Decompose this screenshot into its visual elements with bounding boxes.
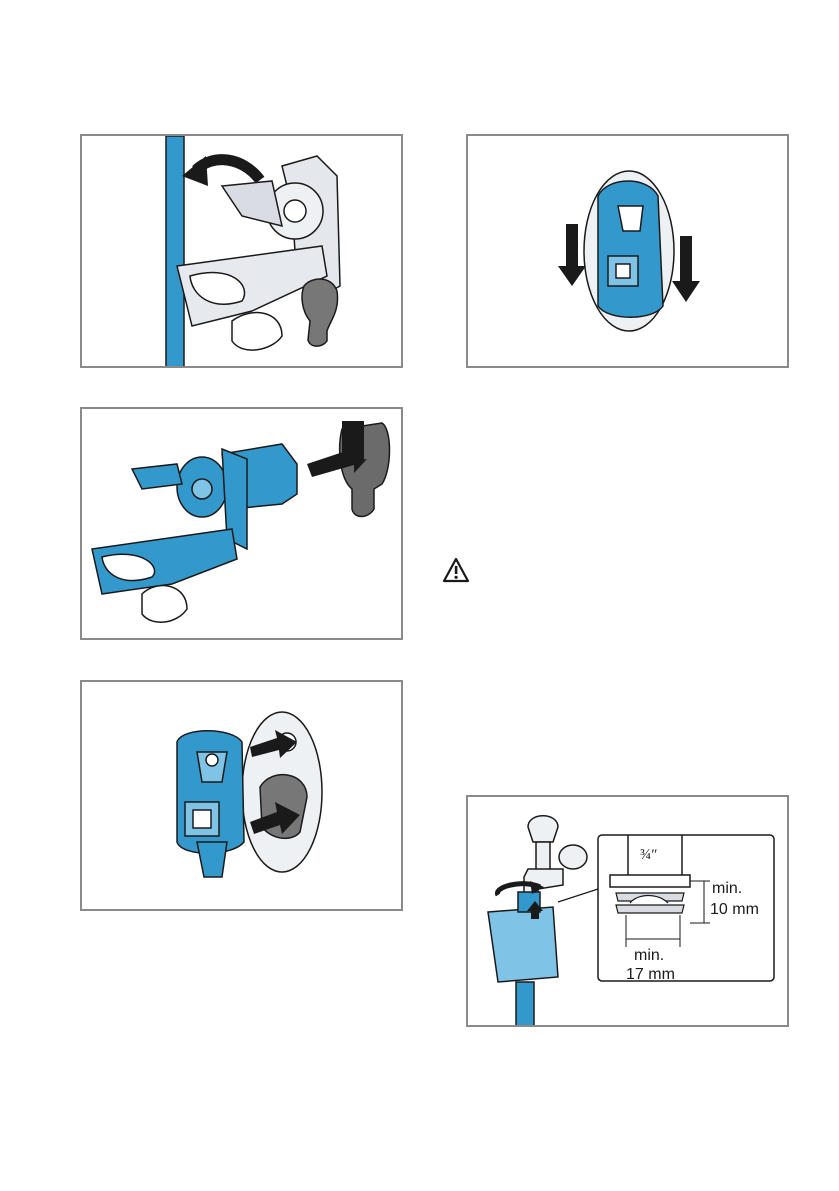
tap-connection-illustration: ¾″ min. 10 mm min. 17 mm bbox=[466, 795, 789, 1027]
warning-triangle-icon bbox=[442, 557, 470, 583]
hose-holder-insert-illustration bbox=[80, 407, 403, 640]
min-height-label-line1: min. bbox=[712, 880, 742, 897]
thread-size-label: ¾″ bbox=[640, 847, 658, 863]
blue-holder-slide-illustration bbox=[466, 134, 789, 368]
hose-clip-illustration bbox=[80, 134, 403, 368]
holder-attach-illustration bbox=[80, 680, 403, 911]
min-width-label-line1: min. bbox=[634, 947, 664, 964]
min-height-label-line2: 10 mm bbox=[710, 901, 759, 918]
min-width-label-line2: 17 mm bbox=[626, 966, 675, 983]
